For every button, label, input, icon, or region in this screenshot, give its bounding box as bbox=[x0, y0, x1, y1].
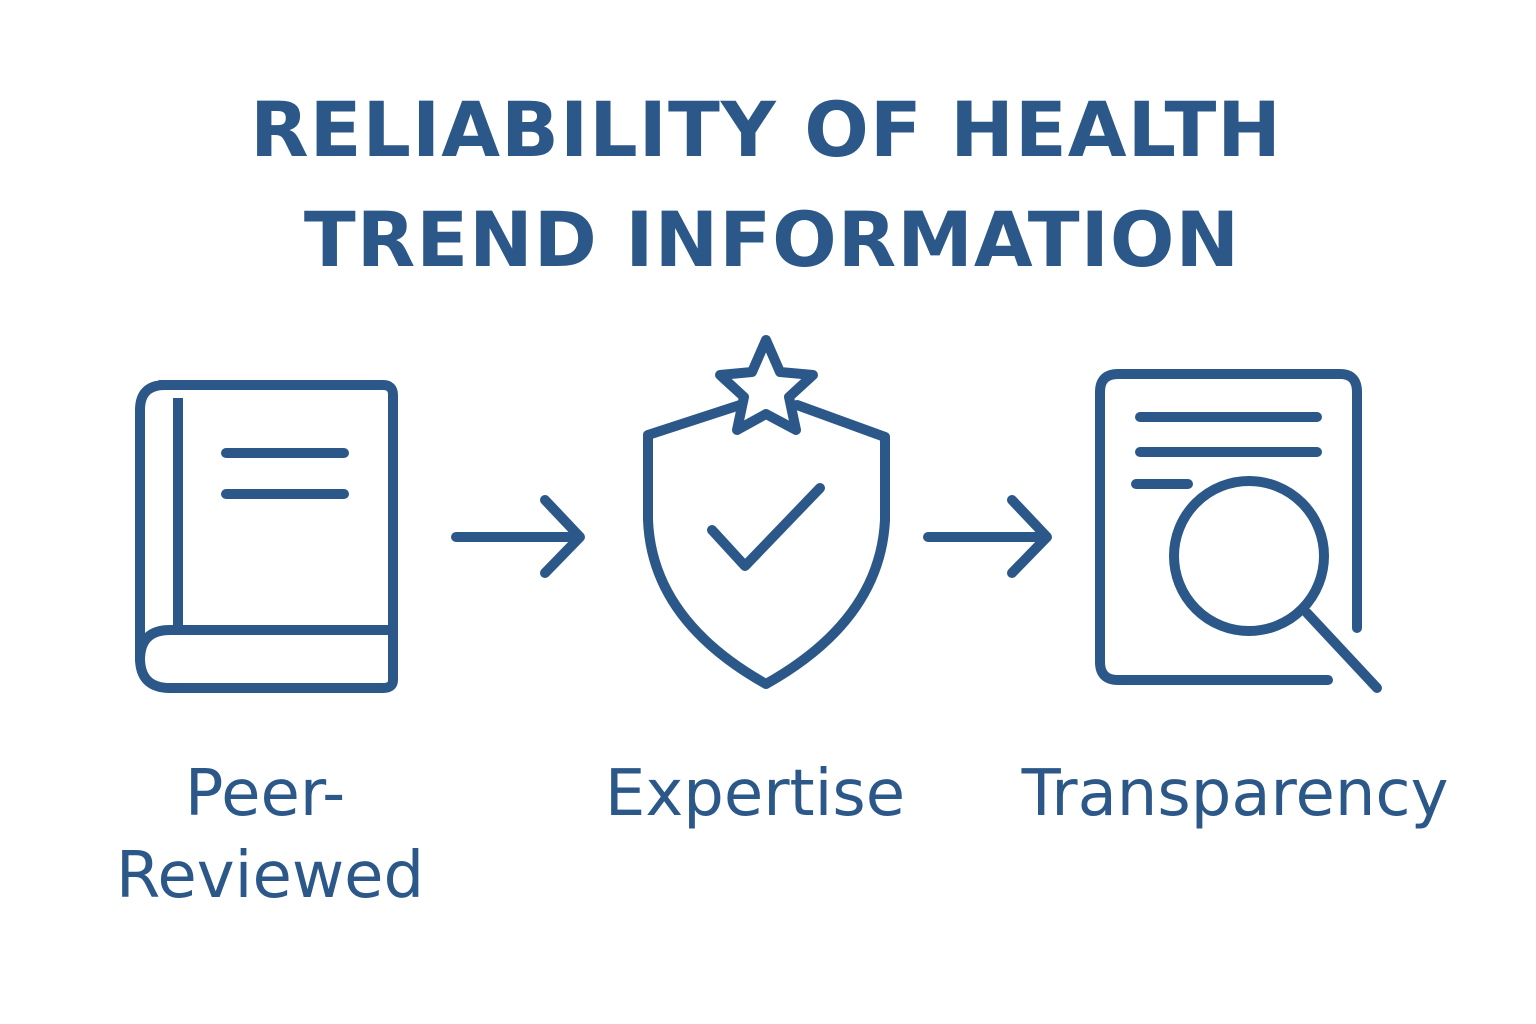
step-label-line-1: Peer- bbox=[184, 757, 346, 831]
step-label-transparency: Transparency bbox=[1021, 757, 1449, 831]
step-label-line-2: Reviewed bbox=[115, 839, 425, 913]
title-line-1: RELIABILITY OF HEALTH bbox=[250, 85, 1282, 174]
step-label-expertise: Expertise bbox=[604, 757, 906, 831]
title-line-2: TREND INFORMATION bbox=[303, 195, 1241, 284]
book-icon bbox=[135, 380, 398, 693]
shield-check-star-icon bbox=[643, 335, 890, 689]
arrow-right-icon bbox=[451, 495, 585, 578]
document-magnifier-icon bbox=[1095, 369, 1382, 693]
step-label-peer-reviewed: Peer- Reviewed bbox=[80, 762, 460, 908]
arrow-right-icon bbox=[923, 495, 1052, 578]
